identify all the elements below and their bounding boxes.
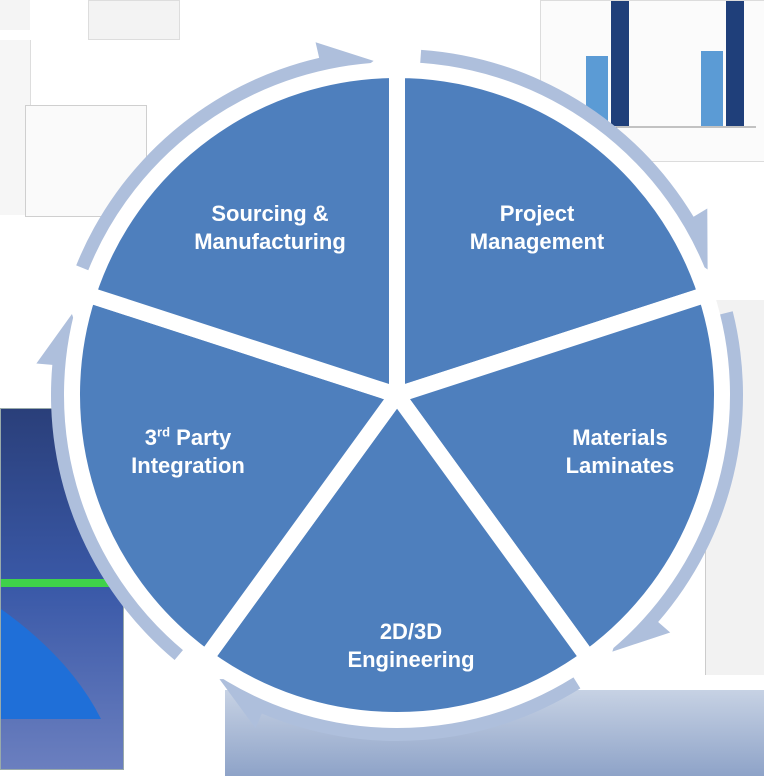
segment-label-line: Manufacturing xyxy=(194,228,346,254)
background-spreadsheet xyxy=(88,0,180,40)
segment-label-materials-laminates: Materials Laminates xyxy=(520,424,720,479)
background-document xyxy=(0,0,30,30)
segment-label-line: Sourcing & xyxy=(211,201,329,226)
cycle-pie xyxy=(64,61,730,728)
cycle-arrow-icon xyxy=(36,313,189,661)
segment-label-line: Project xyxy=(499,201,575,226)
segment-label-sourcing-manufacturing: Sourcing & Manufacturing xyxy=(170,200,370,255)
segment-label-project-management: Project Management xyxy=(437,200,637,255)
label-superscript: rd xyxy=(157,424,171,440)
segment-label-line: Management xyxy=(469,228,605,254)
background-bar-chart-graphic xyxy=(561,1,756,128)
segment-third-party-integration xyxy=(64,284,410,670)
segment-label-line: Laminates xyxy=(565,452,675,478)
segment-materials-laminates xyxy=(384,284,730,670)
segment-label-line: Integration xyxy=(131,452,245,478)
segment-label-line: Engineering xyxy=(347,646,475,672)
label-text: Party xyxy=(170,425,232,450)
segment-sourcing-manufacturing xyxy=(77,61,405,407)
segment-label-line: Materials xyxy=(572,425,668,450)
segment-label-line: 3rd Party xyxy=(88,424,288,452)
segment-2d-3d-engineering xyxy=(194,381,600,728)
background-cad-graphic xyxy=(1,579,123,719)
label-text: 3 xyxy=(144,425,158,450)
segment-label-line: 2D/3D xyxy=(379,619,443,644)
segment-label-third-party-integration: 3rd Party Integration xyxy=(88,424,288,479)
background-bar-chart-document xyxy=(540,0,764,162)
cycle-arrow-icon xyxy=(219,669,581,741)
segment-label-2d-3d-engineering: 2D/3D Engineering xyxy=(311,618,511,673)
